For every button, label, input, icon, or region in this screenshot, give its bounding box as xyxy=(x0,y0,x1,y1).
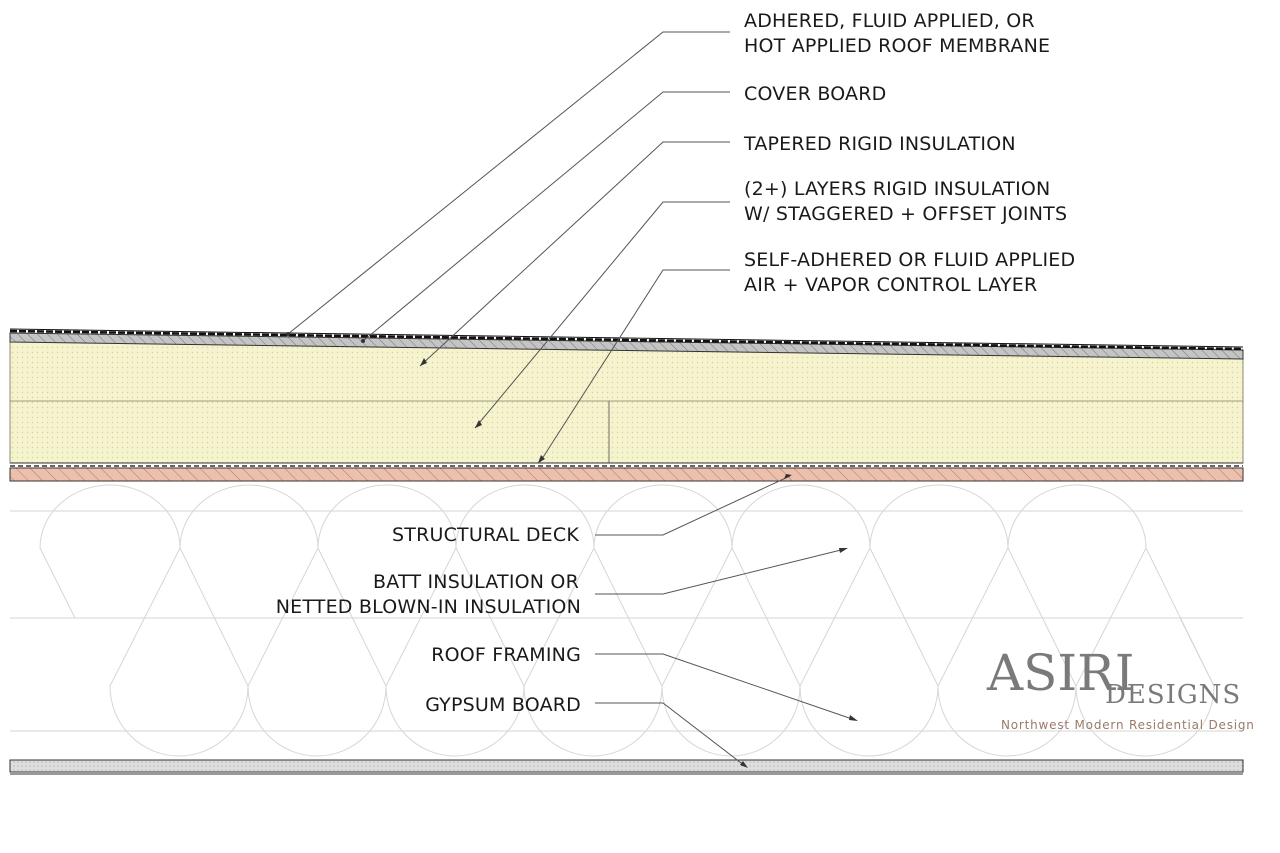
label-avcl-line1: SELF-ADHERED OR FLUID APPLIED xyxy=(744,249,1075,271)
label-membrane-line2: HOT APPLIED ROOF MEMBRANE xyxy=(744,35,1050,57)
leader-lines xyxy=(286,31,858,768)
gypsum-board xyxy=(9,759,1244,775)
label-rigid-layers-line1: (2+) LAYERS RIGID INSULATION xyxy=(744,178,1050,200)
label-avcl-line2: AIR + VAPOR CONTROL LAYER xyxy=(744,274,1037,296)
brand-name: ASIRI xyxy=(986,644,1135,702)
batt-insulation-pattern xyxy=(10,484,1243,757)
roof-membrane xyxy=(9,328,1244,351)
label-tapered-insulation: TAPERED RIGID INSULATION xyxy=(743,133,1016,155)
brand-logo: ASIRI DESIGNS Northwest Modern Residenti… xyxy=(986,644,1255,732)
label-membrane-line1: ADHERED, FLUID APPLIED, OR xyxy=(744,10,1035,32)
cover-board xyxy=(9,332,1244,360)
label-structural-deck: STRUCTURAL DECK xyxy=(392,524,579,546)
rigid-insulation-layers xyxy=(9,340,1244,464)
label-roof-framing: ROOF FRAMING xyxy=(431,644,581,666)
label-gypsum-board: GYPSUM BOARD xyxy=(425,694,581,716)
brand-tagline: Northwest Modern Residential Design xyxy=(1001,718,1255,732)
structural-deck xyxy=(9,467,1244,482)
label-rigid-layers-line2: W/ STAGGERED + OFFSET JOINTS xyxy=(744,203,1067,225)
brand-designs: DESIGNS xyxy=(1105,680,1241,710)
label-batt-line2: NETTED BLOWN-IN INSULATION xyxy=(276,596,581,618)
label-batt-line1: BATT INSULATION OR xyxy=(373,571,579,593)
air-vapor-control-layer xyxy=(10,462,1243,467)
label-cover-board: COVER BOARD xyxy=(744,83,886,105)
